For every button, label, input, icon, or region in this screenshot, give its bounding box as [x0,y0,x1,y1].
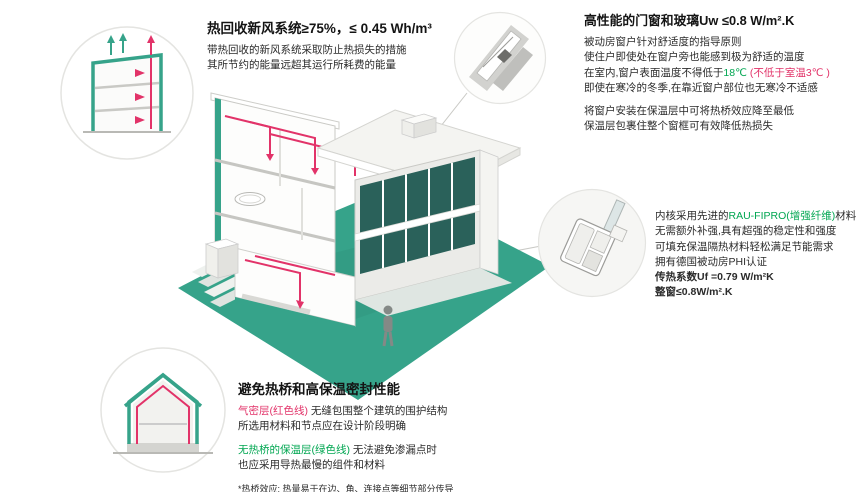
window-corner-circle [453,11,547,105]
window-line-3-black: 在室内,窗户表面温度不得低于 [584,66,724,79]
hrv-line-2: 其所节约的能量远超其运行所耗费的能量 [207,59,396,72]
glass-panels [360,157,475,274]
profile-line-4: 拥有德国被动房PHI认证 [655,255,768,268]
window-line-3: 在室内,窗户表面温度不得低于18℃ (不低于室温3℃ ) [584,66,862,81]
window-line-4: 即使在寒冷的冬季,在靠近窗户部位也无寒冷不适感 [584,81,818,94]
airtight-layer-label: 气密层(红色线) [238,405,308,417]
hrv-section-illustration [60,26,194,160]
hrv-title: 热回收新风系统≥75%，≤ 0.45 Wh/m³ [207,21,432,36]
cutaway-left-block [210,92,356,287]
foundation [127,443,199,452]
house-illustration [150,58,590,418]
thermal-bridge-circle [99,346,227,474]
supply-air-arrows [135,69,145,124]
airtight-layer-line [136,384,190,444]
profile-line-1: 内核采用先进的RAU-FIPRO(增强纤维)材料 [655,209,863,224]
thermal-line-4: 也应采用导热最慢的组件和材料 [238,458,385,471]
thermal-bridge-illustration [100,347,226,473]
window-callout: 高性能的门窗和玻璃Uw ≤0.8 W/m².K 被动房窗户针对舒适度的指导原则 … [584,12,862,135]
window-line-3-temp: 18℃ [723,66,747,79]
profile-line-1-pre: 内核采用先进的 [655,210,729,222]
insulation-layer-label: 无热桥的保温层(绿色线) [238,443,350,456]
window-profile-illustration [537,188,647,298]
house-illustration-svg [178,92,550,400]
hrv-section-circle [59,25,195,161]
profile-uw-value: 整窗≤0.8W/m².K [655,286,733,299]
profile-material-name: RAU-FIPRO(增强纤维) [728,210,836,222]
window-line-3-note: (不低于室温3℃ ) [746,66,830,79]
profile-callout: 内核采用先进的RAU-FIPRO(增强纤维)材料 无需额外补强,具有超强的稳定性… [655,209,863,301]
profile-line-2: 无需额外补强,具有超强的稳定性和强度 [655,225,837,238]
thermal-line-2: 所选用材料和节点应在设计阶段明确 [238,420,406,433]
profile-line-1-post: 材料 [835,210,857,222]
glass-facade-block [354,149,499,301]
person-figure [382,305,394,347]
thermal-callout: 避免热桥和高保温密封性能 气密层(红色线) 无缝包围整个建筑的围护结构 所选用材… [238,381,608,492]
airtight-layer-text: 无缝包围整个建筑的围护结构 [308,405,448,417]
profile-uf-value: 传热系数Uf =0.79 W/m²K [655,271,774,284]
cutaway-ground-floor [234,247,356,332]
ventilation-ducts-lower [244,255,336,301]
fresh-air-arrows [107,33,155,55]
profile-line-3: 可填充保温隔热材料轻松满足节能需求 [655,240,834,253]
window-line-2: 使住户即使处在窗户旁也能感到极为舒适的温度 [584,51,805,64]
thermal-title: 避免热桥和高保温密封性能 [238,382,400,397]
window-line-5: 将窗户安装在保温层中可将热桥效应降至最低 [584,105,794,118]
terrace [355,268,512,316]
window-line-1: 被动房窗户针对舒适度的指导原则 [584,36,742,48]
thermal-line-3: 无热桥的保温层(绿色线) 无法避免渗漏点时 [238,443,608,458]
insulated-envelope-line [91,53,163,131]
hrv-line-1: 带热回收的新风系统采取防止热损失的措施 [207,44,407,56]
heat-pump-unit [204,238,240,279]
thermal-line-1: 气密层(红色线) 无缝包围整个建筑的围护结构 [238,404,608,419]
insulation-layer-text: 无法避免渗漏点时 [350,443,437,456]
window-title: 高性能的门窗和玻璃Uw ≤0.8 W/m².K [584,13,795,28]
duct-arrows-upper [266,154,319,175]
window-profile-circle [537,188,647,298]
thermal-footnote: *热桥效应: 热量易于在边、角、连接点等细节部分传导 [238,484,454,492]
window-line-6: 保温层包裹住整个窗框可有效降低热损失 [584,120,773,133]
hrv-callout: 热回收新风系统≥75%，≤ 0.45 Wh/m³ 带热回收的新风系统采取防止热损… [207,20,499,74]
window-corner-illustration [453,11,547,105]
